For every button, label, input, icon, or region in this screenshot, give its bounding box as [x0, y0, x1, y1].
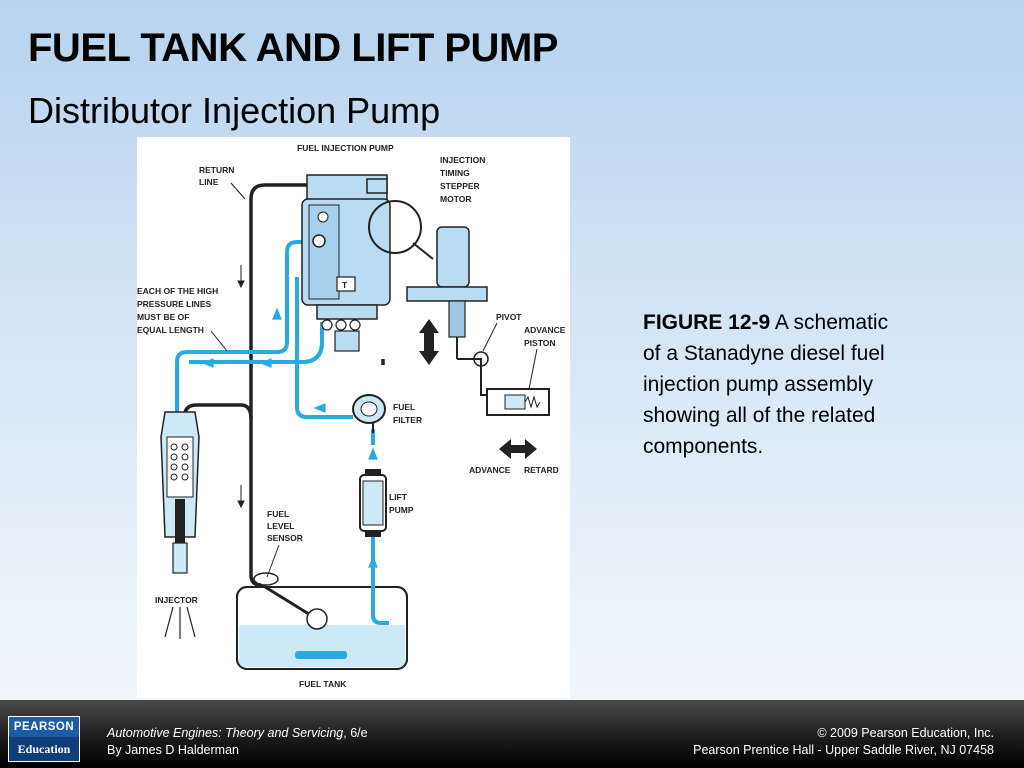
label-fuel-level-2: LEVEL — [267, 521, 294, 531]
slide-title: FUEL TANK AND LIFT PUMP — [28, 26, 558, 70]
fuel-injection-pump: T — [301, 174, 434, 352]
label-return-line-1: RETURN — [199, 165, 234, 175]
label-injector: INJECTOR — [155, 595, 198, 605]
book-title: Automotive Engines: Theory and Servicing — [107, 726, 344, 740]
fuel-filter — [352, 394, 386, 433]
pump-badge: T — [342, 280, 348, 290]
injector — [160, 411, 200, 639]
label-retard: RETARD — [524, 465, 559, 475]
footer-book-info: Automotive Engines: Theory and Servicing… — [107, 725, 368, 759]
copyright: © 2009 Pearson Education, Inc. — [817, 726, 994, 740]
fuel-tank — [236, 572, 408, 670]
label-advance-piston-2: PISTON — [524, 338, 556, 348]
book-edition: , 6/e — [343, 726, 368, 740]
fuel-system-diagram: T — [137, 137, 570, 698]
figure-caption: FIGURE 12-9 A schematic of a Stanadyne d… — [643, 307, 903, 462]
label-stepper-2: TIMING — [440, 168, 470, 178]
lift-pump — [359, 469, 387, 537]
label-fuel-level-1: FUEL — [267, 509, 289, 519]
fuel-supply-lines — [175, 240, 389, 625]
fuel-flow-arrows — [201, 307, 378, 568]
return-flow-arrows — [237, 265, 245, 509]
label-fuel-filter-2: FILTER — [393, 415, 422, 425]
label-fuel-level-3: SENSOR — [267, 533, 303, 543]
label-hp-lines-4: EQUAL LENGTH — [137, 325, 204, 335]
figure-caption-text: A schematic of a Stanadyne diesel fuel i… — [643, 311, 889, 458]
figure-number: FIGURE 12-9 — [643, 311, 771, 334]
label-lift-pump-1: LIFT — [389, 492, 408, 502]
slide-subtitle: Distributor Injection Pump — [28, 90, 441, 131]
label-fuel-injection-pump: FUEL INJECTION PUMP — [297, 143, 394, 153]
book-author: By James D Halderman — [107, 743, 239, 757]
label-fuel-tank: FUEL TANK — [299, 679, 347, 689]
advance-retard-arrow — [499, 439, 537, 459]
label-lift-pump-2: PUMP — [389, 505, 414, 515]
label-advance-piston-1: ADVANCE — [524, 325, 566, 335]
footer-bar: PEARSON Education Automotive Engines: Th… — [0, 700, 1024, 768]
diagram-svg: T — [137, 143, 566, 689]
label-hp-lines-2: PRESSURE LINES — [137, 299, 211, 309]
logo-top-text: PEARSON — [9, 717, 79, 737]
label-fuel-filter-1: FUEL — [393, 402, 415, 412]
label-stepper-1: INJECTION — [440, 155, 485, 165]
footer-publisher-info: © 2009 Pearson Education, Inc. Pearson P… — [693, 725, 994, 759]
pearson-logo: PEARSON Education — [8, 716, 80, 762]
label-pivot: PIVOT — [496, 312, 522, 322]
return-line — [183, 183, 385, 587]
label-hp-lines-1: EACH OF THE HIGH — [137, 286, 218, 296]
label-return-line-2: LINE — [199, 177, 219, 187]
vertical-motion-arrow — [419, 319, 439, 365]
stepper-motor — [406, 226, 489, 396]
logo-bottom-text: Education — [9, 737, 79, 761]
publisher: Pearson Prentice Hall - Upper Saddle Riv… — [693, 743, 994, 757]
label-advance: ADVANCE — [469, 465, 511, 475]
label-stepper-3: STEPPER — [440, 181, 480, 191]
label-hp-lines-3: MUST BE OF — [137, 312, 189, 322]
advance-piston — [486, 388, 550, 416]
label-stepper-4: MOTOR — [440, 194, 471, 204]
